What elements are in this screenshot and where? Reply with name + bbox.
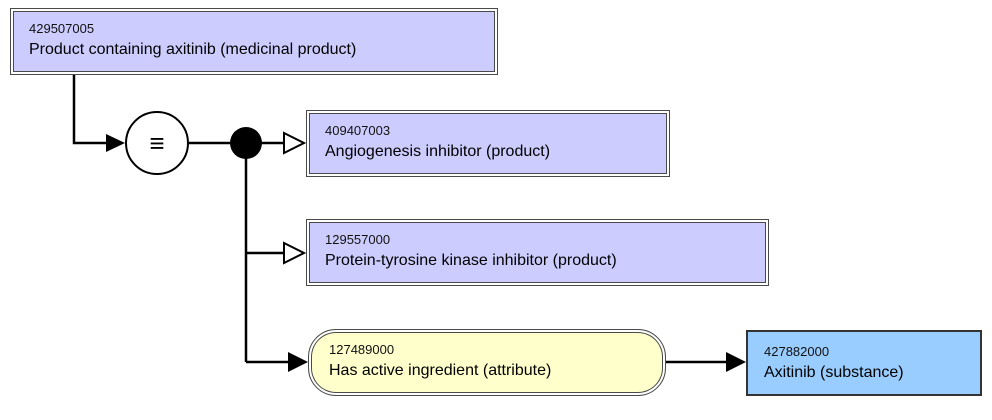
value-concept-node[interactable]: 427882000 Axitinib (substance) — [746, 330, 982, 396]
root-arrowhead — [106, 134, 125, 152]
parent-concept-node-2[interactable]: 129557000 Protein-tyrosine kinase inhibi… — [306, 219, 769, 286]
definition-status-symbol: ≡ — [149, 127, 165, 158]
root-concept-node[interactable]: 429507005 Product containing axitinib (m… — [10, 8, 498, 75]
concept-id: 129557000 — [325, 232, 391, 247]
attribute-id: 127489000 — [329, 342, 395, 357]
concept-label: Product containing axitinib (medicinal p… — [29, 41, 357, 58]
definition-status-circle — [125, 111, 189, 175]
root-to-definition-line — [72, 74, 108, 145]
parent-1-arrowhead — [283, 131, 307, 155]
value-id: 427882000 — [764, 344, 830, 359]
attribute-arrowhead — [288, 352, 308, 372]
value-label: Axitinib (substance) — [764, 364, 904, 381]
attribute-node[interactable]: 127489000 Has active ingredient (attribu… — [308, 329, 666, 396]
concept-id: 409407003 — [325, 123, 391, 138]
value-arrowhead — [726, 352, 746, 372]
concept-id: 429507005 — [29, 21, 95, 36]
attribute-label: Has active ingredient (attribute) — [329, 362, 552, 379]
concept-label: Protein-tyrosine kinase inhibitor (produ… — [325, 252, 617, 269]
parent-2-arrowhead — [283, 241, 307, 265]
conjunction-dot — [230, 127, 262, 159]
parent-concept-node-1[interactable]: 409407003 Angiogenesis inhibitor (produc… — [306, 110, 670, 177]
concept-label: Angiogenesis inhibitor (product) — [325, 143, 551, 160]
